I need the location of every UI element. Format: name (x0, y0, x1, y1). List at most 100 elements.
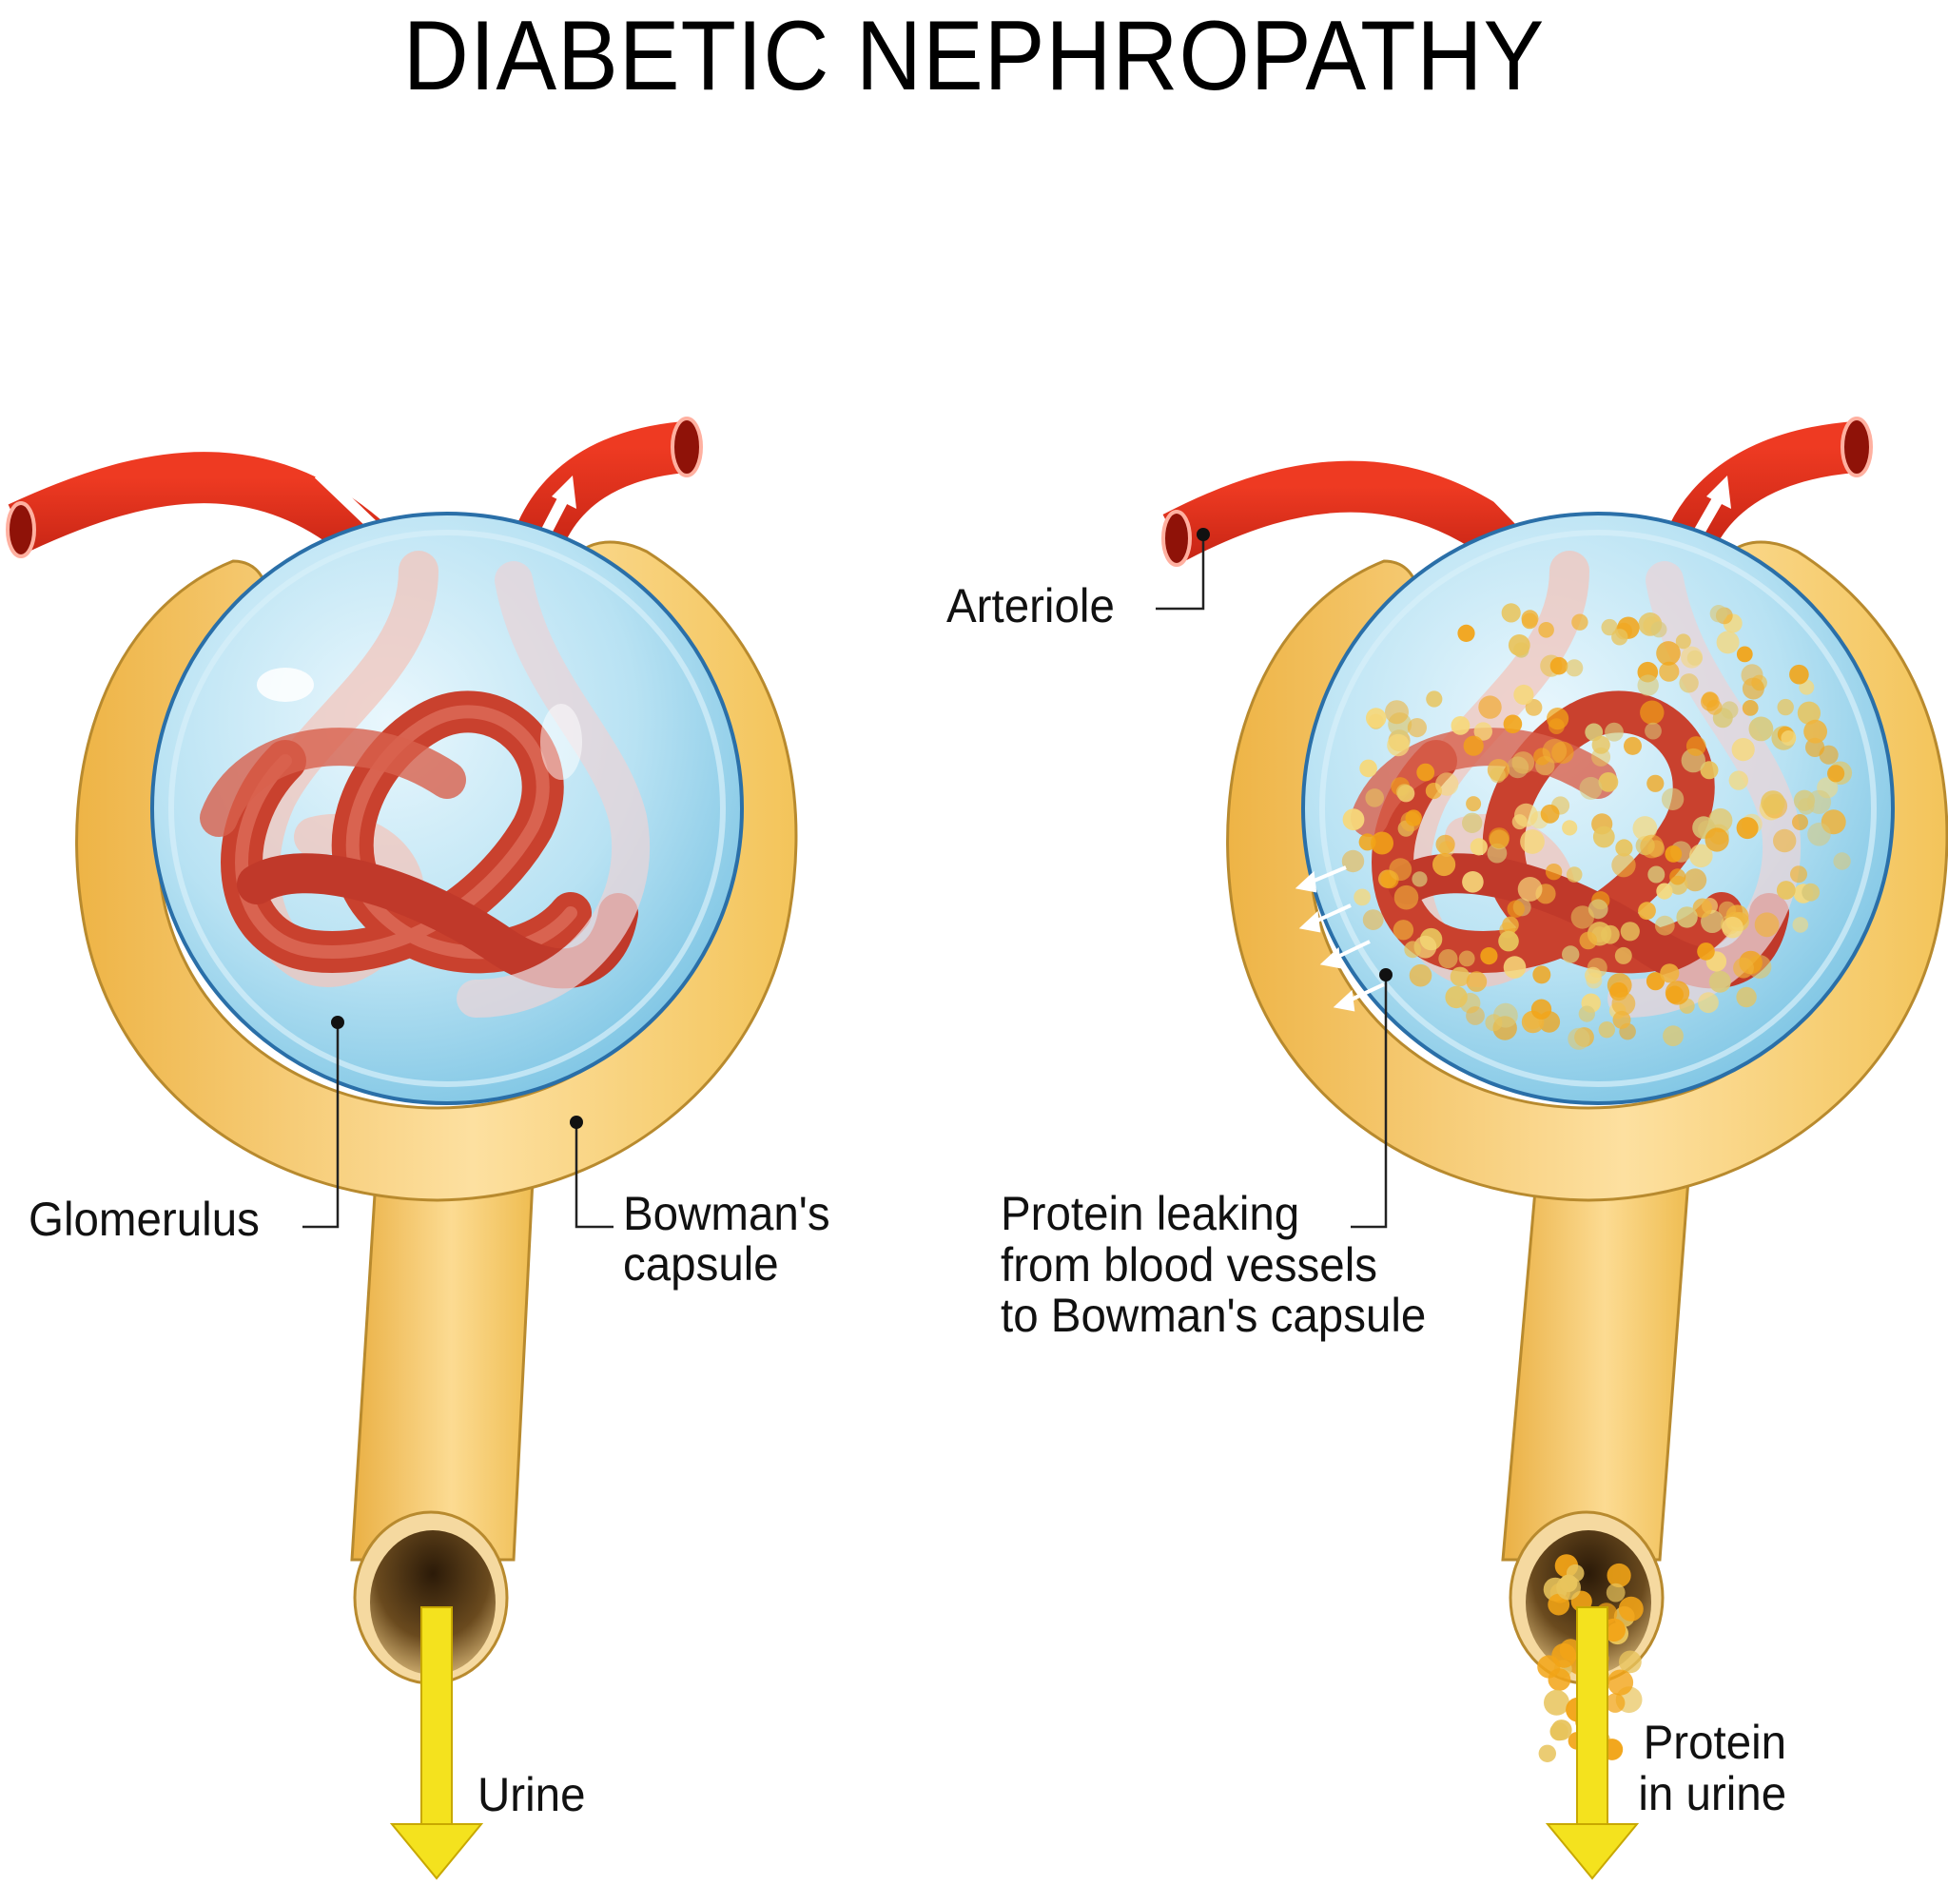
protein-particle (1736, 986, 1757, 1008)
protein-particle (1742, 700, 1759, 716)
sphere-rim (1319, 530, 1877, 1087)
protein-particle (1389, 858, 1412, 882)
protein-particle (1478, 695, 1502, 719)
proximal-tubule (1501, 1177, 1690, 1562)
urine-protein-particle (1556, 1575, 1581, 1601)
protein-particle (1473, 722, 1493, 741)
urine-protein-particle (1607, 1563, 1631, 1588)
protein-particle (1640, 700, 1665, 725)
protein-particle (1697, 942, 1715, 961)
protein-particle (1462, 812, 1483, 833)
protein-particle (1511, 814, 1528, 830)
protein-particle (1359, 759, 1377, 778)
pointer-dot (1379, 968, 1393, 981)
protein-particle (1612, 1010, 1631, 1029)
protein-particle (1598, 772, 1619, 792)
diabetic-nephron (1156, 417, 1948, 1880)
arteriole-opening (1161, 510, 1192, 567)
protein-particle (1647, 865, 1666, 884)
protein-particle (1654, 915, 1675, 936)
protein-particle (1517, 877, 1543, 902)
protein-particle (1395, 784, 1413, 801)
protein-particle (1833, 852, 1851, 870)
protein-label-line1: Protein (1643, 1716, 1787, 1769)
protein-particle (1502, 916, 1519, 934)
protein-particle (1704, 827, 1729, 852)
protein-particle (1466, 1006, 1485, 1025)
protein-particle (1611, 853, 1636, 878)
protein-particle (1659, 661, 1680, 682)
protein-particle (1566, 866, 1583, 883)
protein-particle (1354, 888, 1371, 906)
protein-particle (1748, 716, 1774, 742)
protein-particle (1611, 991, 1636, 1016)
protein-particle (1716, 631, 1740, 654)
urine-arrow-shaft (420, 1606, 453, 1827)
leader-lines-diabetic (1156, 534, 1388, 1229)
protein-particle (1549, 656, 1568, 675)
protein-particle (1624, 736, 1642, 755)
protein-particle (1503, 714, 1523, 734)
protein-particle (1684, 868, 1707, 892)
protein-particle (1681, 646, 1703, 669)
protein-particle (1709, 605, 1728, 623)
protein-particle (1409, 963, 1432, 987)
protein-particle (1585, 966, 1602, 984)
tubule-lumen (370, 1530, 496, 1675)
protein-particle (1656, 883, 1673, 900)
sphere-highlight (257, 668, 314, 702)
leak-label-line1: Protein leaking (1001, 1187, 1300, 1240)
protein-particle (1416, 763, 1435, 782)
protein-particle (1607, 973, 1632, 998)
protein-particle (1538, 622, 1554, 638)
protein-particle (1605, 722, 1624, 742)
protein-particle (1466, 971, 1488, 992)
protein-particle (1362, 909, 1384, 930)
urine-arrow-shaft (1576, 1606, 1608, 1827)
protein-in-urine-label: Protein in urine (1636, 1717, 1786, 1819)
urine-arrow-head-icon (1545, 1823, 1640, 1880)
leak-label-line2: from blood vessels (1001, 1237, 1378, 1292)
protein-particle (1578, 1005, 1595, 1022)
protein-label-line2: in urine (1638, 1767, 1787, 1820)
leader-lines-normal (302, 1022, 614, 1229)
protein-particle (1615, 839, 1633, 857)
arteriole-opening (6, 501, 36, 558)
protein-particle (1385, 700, 1409, 725)
protein-particle (1692, 898, 1713, 918)
protein-particle (1792, 917, 1809, 933)
protein-particle (1650, 621, 1667, 638)
protein-particle (1507, 900, 1525, 918)
arteriole-label: Arteriole (946, 575, 1115, 637)
protein-particle (1620, 922, 1640, 942)
pointer-dot (570, 1116, 583, 1129)
protein-particle (1827, 765, 1845, 783)
protein-particle (1487, 843, 1508, 864)
urine-protein-particle (1538, 1744, 1557, 1763)
protein-particle (1777, 698, 1794, 716)
protein-particle (1728, 770, 1749, 790)
leak-label-line3: to Bowman's capsule (1001, 1289, 1427, 1342)
protein-particle (1646, 774, 1665, 792)
protein-particle (1568, 1027, 1590, 1050)
protein-particle (1675, 633, 1691, 650)
protein-particle (1679, 673, 1699, 693)
urine-protein-particle (1619, 1650, 1642, 1674)
protein-particle (1646, 972, 1666, 991)
protein-particle (1591, 735, 1610, 754)
protein-particle (1598, 1021, 1616, 1039)
protein-particle (1666, 985, 1684, 1004)
protein-particle (1689, 844, 1713, 868)
protein-particle (1685, 736, 1706, 756)
protein-particle (1458, 950, 1475, 967)
protein-particle (1503, 956, 1527, 979)
normal-nephron (6, 417, 798, 1880)
protein-particle (1457, 624, 1475, 643)
protein-particle (1426, 690, 1443, 708)
protein-particle (1579, 931, 1598, 950)
protein-particle (1807, 822, 1831, 846)
protein-particle (1754, 912, 1780, 938)
bowmans-label-line2: capsule (623, 1236, 779, 1291)
protein-particle (1736, 817, 1759, 840)
protein-particle (1731, 738, 1755, 762)
